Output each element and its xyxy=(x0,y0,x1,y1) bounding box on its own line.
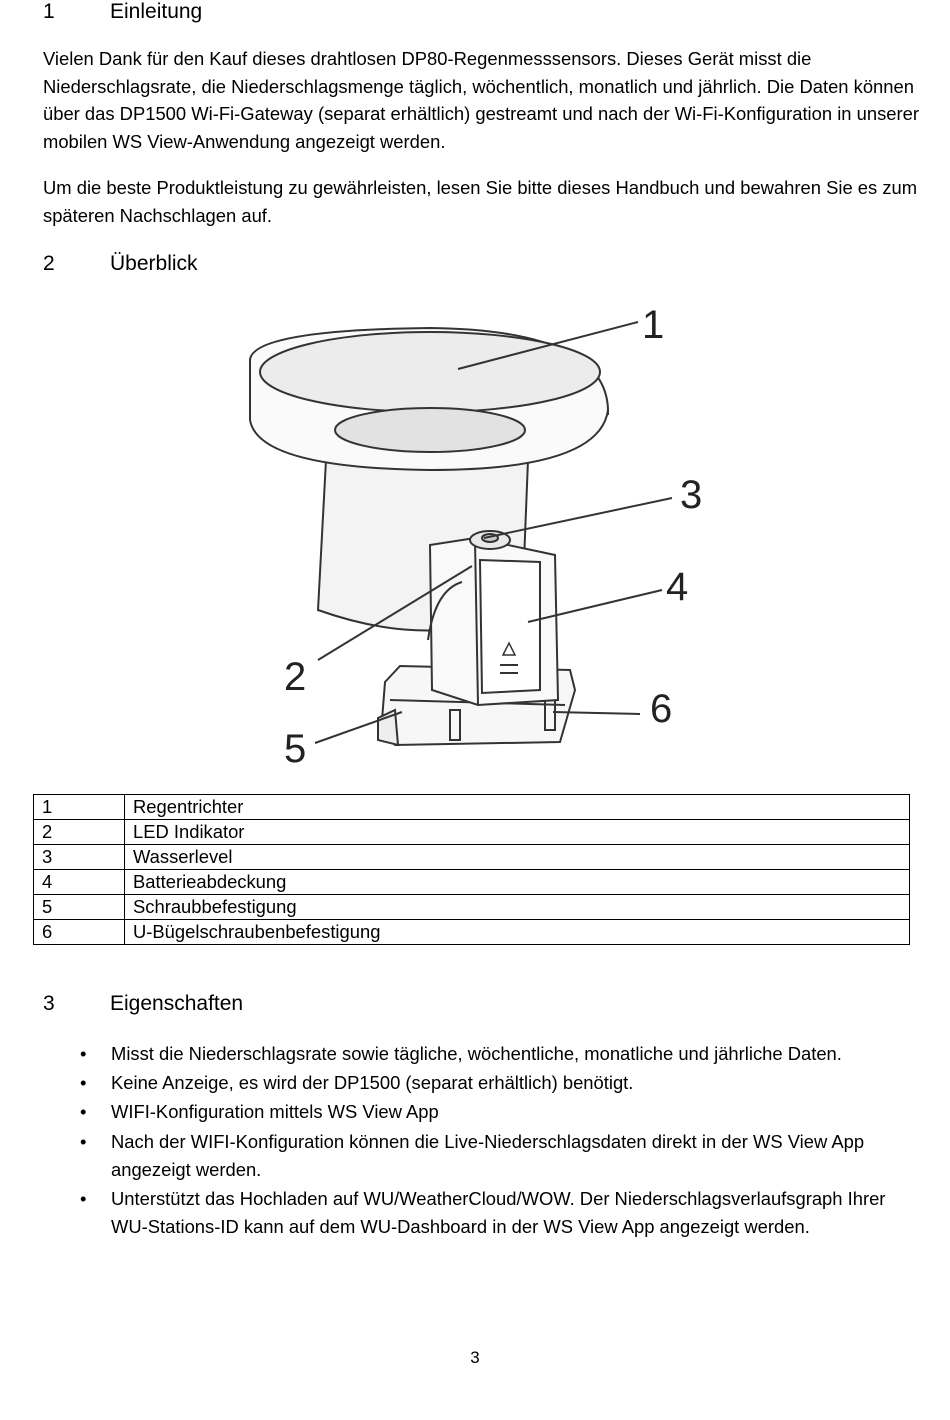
table-row: 1 Regentrichter xyxy=(33,794,910,820)
table-row: 3 Wasserlevel xyxy=(33,844,910,870)
page-number: 3 xyxy=(470,1348,480,1367)
rain-gauge-diagram: 1 2 3 4 5 6 xyxy=(249,303,702,771)
part-number: 4 xyxy=(33,869,125,895)
list-item: • Unterstützt das Hochladen auf WU/Weath… xyxy=(80,1185,891,1241)
part-number: 6 xyxy=(33,919,125,945)
intro-paragraph-1: Vielen Dank für den Kauf dieses drahtlos… xyxy=(43,48,919,152)
bullet-icon: • xyxy=(80,1043,87,1064)
feature-list: • Misst die Niederschlagsrate sowie tägl… xyxy=(80,1040,891,1242)
feature-text: WIFI-Konfiguration mittels WS View App xyxy=(111,1101,439,1123)
callout-6: 6 xyxy=(650,687,672,731)
feature-text: Keine Anzeige, es wird der DP1500 (separ… xyxy=(111,1072,634,1094)
part-name: Regentrichter xyxy=(124,794,910,820)
part-name: U-Bügelschraubenbefestigung xyxy=(124,919,910,945)
part-number: 2 xyxy=(33,819,125,845)
table-row: 6 U-Bügelschraubenbefestigung xyxy=(33,919,910,945)
table-row: 2 LED Indikator xyxy=(33,819,910,845)
list-item: • Keine Anzeige, es wird der DP1500 (sep… xyxy=(80,1069,891,1097)
section-title: Einleitung xyxy=(110,0,203,23)
bullet-icon: • xyxy=(80,1188,87,1210)
section-number: 2 xyxy=(43,252,55,275)
feature-text: Unterstützt das Hochladen auf WU/Weather… xyxy=(111,1188,886,1238)
table-row: 5 Schraubbefestigung xyxy=(33,894,910,920)
part-number: 1 xyxy=(33,794,125,820)
part-number: 5 xyxy=(33,894,125,920)
list-item: • WIFI-Konfiguration mittels WS View App xyxy=(80,1098,891,1126)
part-number: 3 xyxy=(33,844,125,870)
section-title: Eigenschaften xyxy=(110,992,244,1015)
part-name: Schraubbefestigung xyxy=(124,894,910,920)
part-name: Wasserlevel xyxy=(124,844,910,870)
bullet-icon: • xyxy=(80,1130,87,1152)
feature-text: Misst die Niederschlagsrate sowie täglic… xyxy=(111,1043,842,1064)
section-number: 1 xyxy=(43,0,55,23)
callout-3: 3 xyxy=(680,473,702,517)
parts-table: 1 Regentrichter 2 LED Indikator 3 Wasser… xyxy=(33,794,910,945)
part-name: Batterieabdeckung xyxy=(124,869,910,895)
list-item: • Nach der WIFI-Konfiguration können die… xyxy=(80,1128,891,1184)
feature-text: Nach der WIFI-Konfiguration können die L… xyxy=(111,1130,865,1180)
bullet-icon: • xyxy=(80,1101,87,1123)
part-name: LED Indikator xyxy=(124,819,910,845)
callout-5: 5 xyxy=(284,727,306,771)
section-number: 3 xyxy=(43,992,55,1015)
callout-2: 2 xyxy=(284,655,306,699)
intro-paragraph-2: Um die beste Produktleistung zu gewährle… xyxy=(43,177,918,226)
table-row: 4 Batterieabdeckung xyxy=(33,869,910,895)
list-item: • Misst die Niederschlagsrate sowie tägl… xyxy=(80,1040,891,1068)
section-title: Überblick xyxy=(110,252,198,275)
callout-4: 4 xyxy=(666,565,688,609)
bullet-icon: • xyxy=(80,1072,87,1094)
callout-1: 1 xyxy=(642,303,664,347)
